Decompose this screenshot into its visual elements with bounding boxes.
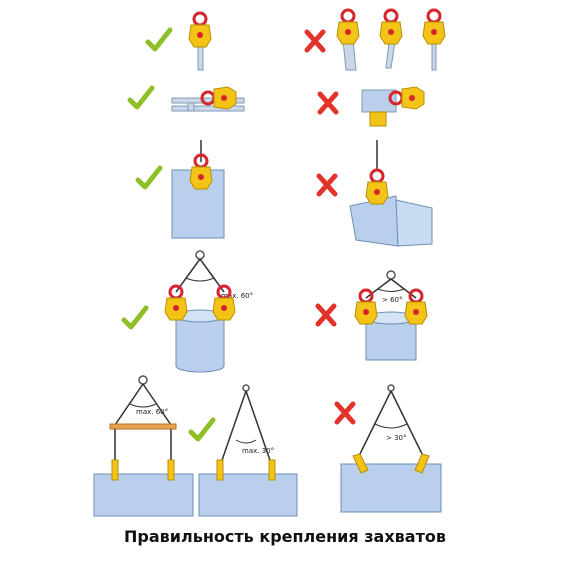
row1-correct bbox=[148, 11, 213, 71]
clamp-icon bbox=[353, 288, 379, 326]
clamp-icon bbox=[364, 168, 390, 206]
check-icon bbox=[138, 168, 160, 187]
row4-wrong: > 60° bbox=[318, 270, 429, 361]
row1-wrong bbox=[307, 8, 447, 71]
cross-icon bbox=[307, 32, 323, 50]
angle-label: > 60° bbox=[382, 296, 403, 304]
cross-icon bbox=[320, 94, 336, 112]
cross-icon bbox=[318, 306, 334, 324]
angle-label: max. 60° bbox=[136, 408, 168, 416]
cross-icon bbox=[319, 176, 335, 194]
angle-label: max. 30° bbox=[242, 447, 274, 455]
row5-beam-correct: max. 60° bbox=[93, 375, 194, 517]
clamp-icon bbox=[421, 8, 447, 46]
caption: Правильность крепления захватов bbox=[124, 527, 446, 546]
check-icon bbox=[191, 420, 213, 439]
row2-wrong bbox=[320, 85, 426, 127]
clamp-icon bbox=[187, 11, 213, 49]
row4-correct: max. 60° bbox=[124, 250, 253, 373]
row3-wrong bbox=[319, 140, 433, 247]
row2-correct bbox=[130, 85, 245, 112]
clamp-icon bbox=[403, 288, 429, 326]
angle-label: max. 60° bbox=[221, 292, 253, 300]
cross-icon bbox=[337, 404, 353, 422]
row5-sling-correct: max. 30° bbox=[191, 384, 298, 517]
check-icon bbox=[124, 308, 146, 327]
check-icon bbox=[148, 30, 170, 49]
row3-correct bbox=[138, 140, 225, 239]
angle-label: > 30° bbox=[386, 434, 407, 442]
clamp-icon bbox=[335, 8, 361, 46]
check-icon bbox=[130, 88, 152, 107]
clamp-icon bbox=[378, 8, 404, 46]
row5-wrong: > 30° bbox=[337, 384, 442, 513]
lifting-clamp-diagram: max. 60° > 60° max. 60° ma bbox=[93, 8, 447, 517]
